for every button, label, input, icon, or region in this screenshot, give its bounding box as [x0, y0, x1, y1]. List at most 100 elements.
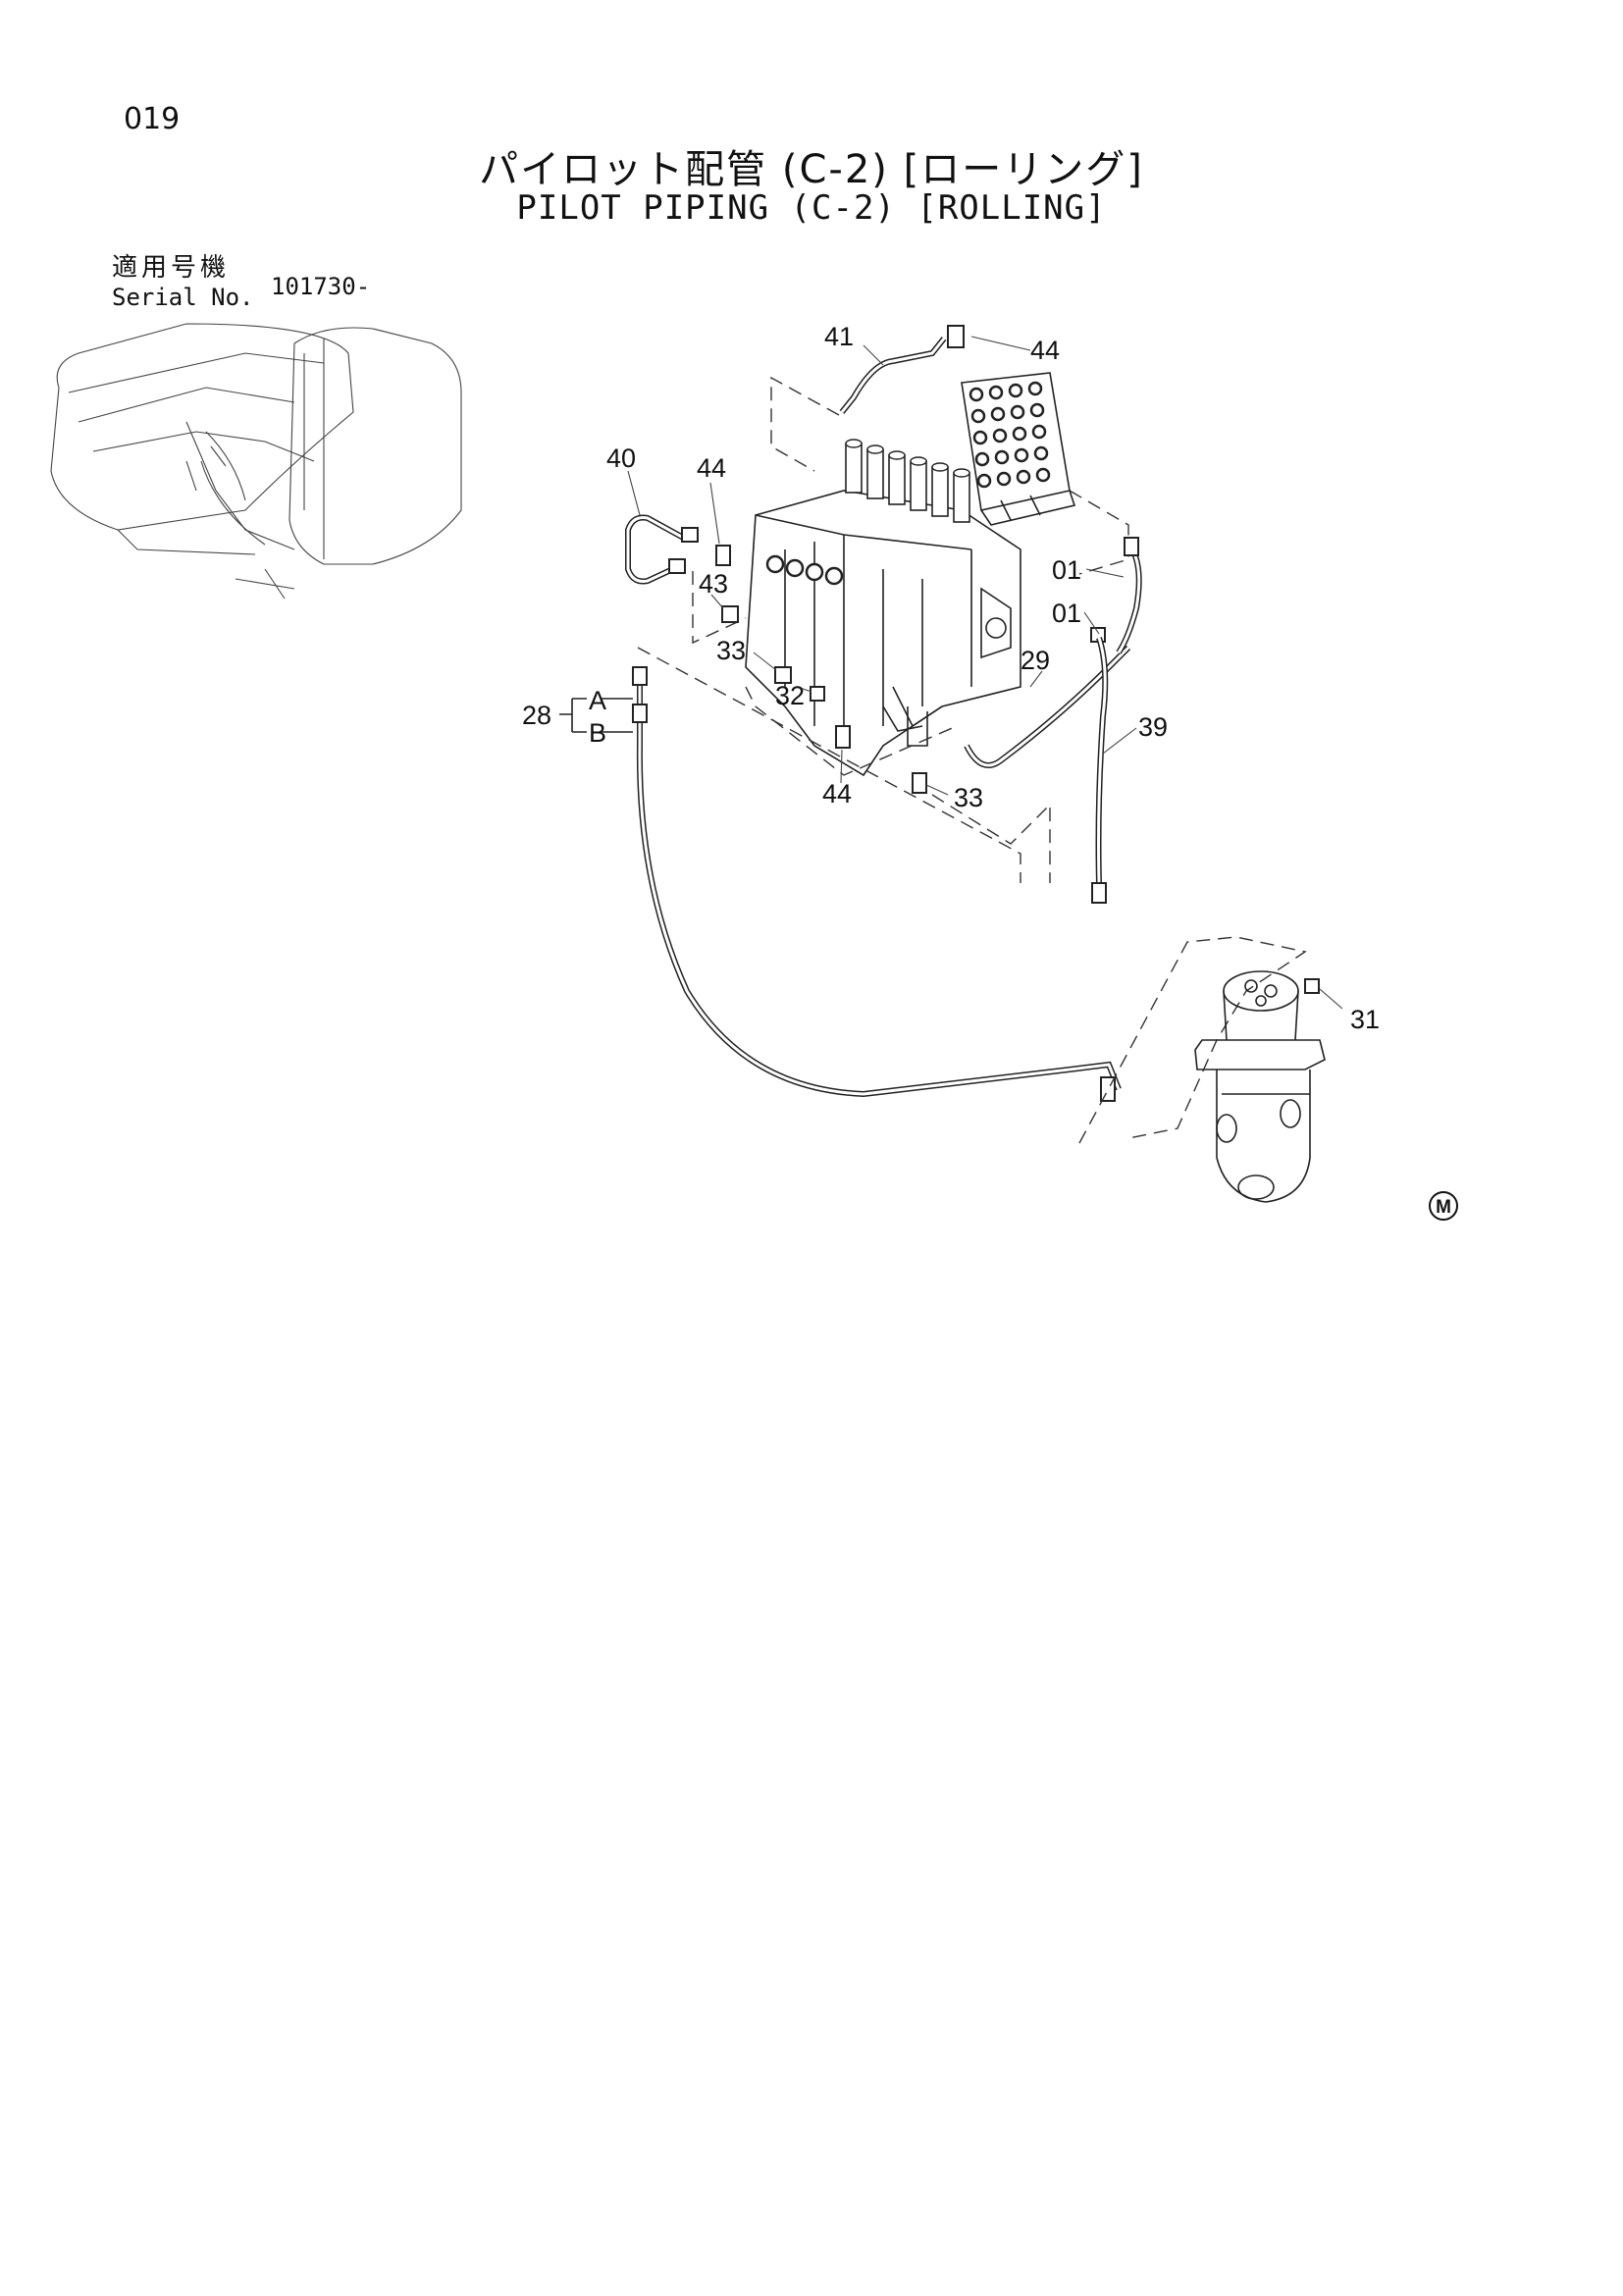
- valve-port: [996, 471, 1012, 487]
- callout-31: 31: [1350, 1005, 1380, 1034]
- leader-31: [1319, 988, 1343, 1010]
- pipe-41: [839, 325, 965, 414]
- valve-spools-group: [845, 439, 970, 523]
- leader-dashed-33: [931, 794, 1051, 883]
- valve-spool-cap: [953, 468, 970, 478]
- leader-dashed-32: [745, 686, 958, 776]
- valve-bolt: [765, 554, 785, 574]
- valve-bolt: [785, 558, 805, 578]
- fitting-43: [721, 605, 739, 623]
- valve-side-bolts-group: [765, 554, 844, 586]
- callout-33-left: 33: [716, 636, 746, 665]
- leader-44-mid: [709, 482, 720, 545]
- hose-39: [1091, 637, 1109, 904]
- valve-port: [1031, 424, 1047, 440]
- main-control-valve: [745, 490, 1021, 777]
- page-title-english: PILOT PIPING (C-2) [ROLLING]: [516, 188, 1107, 228]
- valve-port: [1014, 447, 1029, 463]
- valve-port: [1035, 467, 1051, 483]
- valve-port: [992, 428, 1008, 444]
- fitting-33-right: [912, 772, 927, 794]
- leader-40: [627, 470, 641, 516]
- page-title-japanese: パイロット配管 (C-2) [ローリング]: [479, 147, 1144, 192]
- valve-port: [970, 408, 986, 424]
- fitting-44-mid: [715, 545, 731, 566]
- valve-spool: [845, 443, 863, 494]
- circled-m-letter: M: [1436, 1197, 1451, 1218]
- callout-44-mid: 44: [697, 453, 726, 483]
- callout-44-bottom: 44: [822, 779, 852, 809]
- valve-spool: [910, 460, 927, 511]
- leader-41: [863, 344, 884, 366]
- callout-28: 28: [522, 701, 551, 730]
- callout-41: 41: [824, 322, 854, 351]
- callout-01-a: 01: [1052, 555, 1081, 585]
- leader-32: [796, 686, 812, 693]
- circled-m-mark: M: [1429, 1191, 1458, 1221]
- valve-port: [1010, 404, 1025, 420]
- callout-28-a: A: [589, 686, 606, 715]
- hose-29: [964, 645, 1131, 768]
- hose-01: [1090, 537, 1142, 654]
- pipe-40: [625, 514, 699, 585]
- valve-port: [969, 387, 984, 402]
- leader-39: [1102, 727, 1137, 755]
- fitting-32: [810, 686, 825, 702]
- callout-29: 29: [1021, 646, 1050, 675]
- leader-dashed-28: [637, 647, 1021, 883]
- valve-port: [1008, 383, 1023, 398]
- valve-spool: [953, 472, 970, 523]
- page-number: 019: [124, 102, 181, 136]
- leader-01-b: [1083, 611, 1100, 635]
- leader-dashed-01: [1069, 490, 1129, 575]
- leader-dashed-41: [770, 376, 840, 472]
- valve-spool: [866, 448, 884, 499]
- valve-port: [974, 451, 990, 467]
- leader-dashed-40: [692, 571, 747, 645]
- valve-port: [1027, 381, 1043, 396]
- valve-bolt: [824, 566, 844, 586]
- valve-bolt: [805, 562, 824, 582]
- valve-spool: [931, 466, 949, 517]
- bracket-28: [559, 698, 633, 733]
- valve-port: [972, 430, 988, 445]
- leader-33-right: [925, 784, 949, 796]
- valve-port: [1033, 445, 1049, 461]
- valve-port: [1016, 469, 1031, 485]
- center-joint-swivel: [1194, 970, 1326, 1203]
- callout-01-b: 01: [1052, 599, 1081, 628]
- serial-number-value: 101730-: [271, 273, 371, 300]
- hose-28: [632, 666, 1122, 1102]
- valve-spool-cap: [888, 450, 906, 460]
- callout-32: 32: [775, 681, 805, 710]
- leader-33-left: [753, 652, 777, 671]
- valve-port: [1012, 426, 1027, 442]
- callout-28-b: B: [589, 718, 606, 748]
- excavator-locator-illustration: [50, 323, 462, 600]
- fitting-33-left: [774, 666, 792, 684]
- leader-44-bottom: [840, 749, 843, 784]
- leader-29: [1029, 670, 1043, 688]
- leader-43: [710, 594, 724, 609]
- valve-spool-cap: [866, 444, 884, 454]
- valve-port: [990, 406, 1006, 422]
- valve-spool-cap: [931, 462, 949, 472]
- callout-33-right: 33: [954, 783, 983, 812]
- callout-39: 39: [1138, 712, 1168, 742]
- valve-ports-group: [969, 381, 1051, 489]
- callout-40: 40: [606, 444, 636, 473]
- leader-44-top: [970, 336, 1031, 351]
- leader-01-a: [1085, 568, 1125, 578]
- callout-44-top: 44: [1030, 336, 1060, 365]
- valve-spool-cap: [845, 439, 863, 448]
- valve-spool: [888, 454, 906, 505]
- fitting-44-bottom: [835, 725, 851, 749]
- callout-43: 43: [699, 569, 728, 599]
- valve-spool-cap: [910, 456, 927, 466]
- valve-port: [988, 385, 1004, 400]
- valve-port: [994, 449, 1010, 465]
- valve-port: [976, 473, 992, 489]
- valve-port: [1029, 402, 1045, 418]
- serial-label-english: Serial No.: [112, 284, 254, 311]
